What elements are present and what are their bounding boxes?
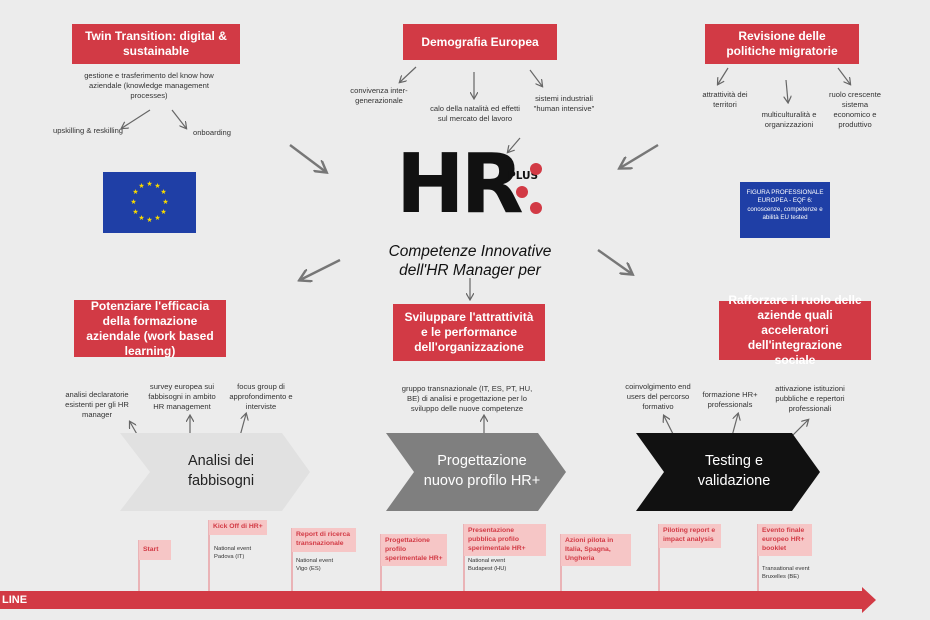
- note-multiculturalita: multiculturalità e organizzazioni: [761, 110, 817, 130]
- chevron-progettazione: [386, 433, 566, 511]
- demografia-box: Demografia Europea: [403, 24, 557, 60]
- timeline-sub-presentazione: National event Budapest (HU): [468, 558, 507, 572]
- svg-text:★: ★: [138, 182, 144, 190]
- hr-plus-logo: HR PLUS: [396, 144, 556, 242]
- svg-text:★: ★: [138, 214, 144, 222]
- note-attivazione: attivazione istituzioni pubbliche e repe…: [775, 384, 845, 414]
- twin-transition-box: Twin Transition: digital & sustainable: [72, 24, 240, 64]
- eu-flag-icon: ★★★ ★★★ ★★★ ★★★: [103, 172, 196, 233]
- chevron-analisi: [120, 433, 310, 511]
- phase-progettazione: Progettazione nuovo profilo HR+: [386, 433, 566, 511]
- center-line-2: dell'HR Manager per: [399, 261, 541, 279]
- goal-integrazione: Rafforzare il ruolo delle aziende quali …: [719, 293, 871, 367]
- svg-text:★: ★: [146, 216, 152, 224]
- note-sistemi: sistemi industriali "human intensive": [533, 94, 595, 114]
- center-tagline: Competenze Innovative dell'HR Manager pe…: [362, 243, 578, 280]
- svg-text:★: ★: [154, 182, 160, 190]
- chevron-testing: [636, 433, 820, 511]
- phase-testing-line1: Testing e: [704, 453, 764, 470]
- phase-analisi: Analisi dei fabbisogni: [120, 433, 310, 511]
- goal-attrattivita: Sviluppare l'attrattività e le performan…: [393, 304, 545, 361]
- svg-text:★: ★: [154, 214, 160, 222]
- logo-dot-top: [530, 163, 542, 175]
- logo-hr-text: HR: [396, 137, 524, 232]
- timeline-sub-finale: Transational event Bruxelles (BE): [762, 566, 810, 580]
- timeline-event-presentazione: Presentazione pubblica profilo speriment…: [464, 524, 546, 557]
- note-calo: calo della natalità ed effetti sul merca…: [430, 104, 520, 124]
- note-formazione-hr: formazione HR+ professionals: [702, 390, 758, 410]
- note-gestione: gestione e trasferimento del know how az…: [84, 71, 214, 101]
- note-attrattivita: attrattività dei territori: [702, 90, 748, 110]
- timeline-event-kickoff: Kick Off di HR+: [209, 520, 267, 535]
- phase-testing-line2: validazione: [697, 473, 771, 489]
- note-upskilling: upskilling & reskilling: [52, 126, 124, 135]
- note-focus-group: focus group di approfondimento e intervi…: [229, 382, 293, 412]
- timeline-sub-kickoff: National event Padova (IT): [214, 546, 252, 560]
- note-gruppo-transnazionale: gruppo transnazionale (IT, ES, PT, HU, B…: [401, 384, 533, 414]
- timeline-arrow-tip: [862, 587, 876, 613]
- svg-text:★: ★: [130, 198, 136, 206]
- phase-progettazione-line2: nuovo profilo HR+: [423, 473, 541, 489]
- phase-analisi-line2: fabbisogni: [187, 473, 255, 489]
- phase-analisi-line1: Analisi dei: [187, 453, 255, 470]
- logo-dot-bottom: [530, 202, 542, 214]
- center-line-1: Competenze Innovative: [388, 243, 552, 260]
- note-coinvolgimento: coinvolgimento end users del percorso fo…: [625, 382, 691, 412]
- goal-formazione: Potenziare l'efficacia della formazione …: [74, 299, 226, 358]
- logo-dot-mid: [516, 186, 528, 198]
- note-convivenza: convivenza inter-generazionale: [350, 86, 408, 106]
- phase-progettazione-line1: Progettazione: [437, 453, 527, 470]
- timeline-event-report: Report di ricerca transnazionale: [292, 528, 356, 552]
- svg-text:★: ★: [162, 198, 168, 206]
- svg-text:★: ★: [146, 180, 152, 188]
- timeline-bar: [0, 591, 862, 609]
- timeline-event-piloting: Piloting report e impact analysis: [659, 524, 721, 548]
- timeline-event-progettazione: Progettazione profilo sperimentale HR+: [381, 534, 447, 567]
- timeline-label: LINE: [2, 594, 28, 606]
- note-onboarding: onboarding: [192, 128, 231, 137]
- timeline-event-finale: Evento finale europeo HR+ booklet: [758, 524, 812, 557]
- eqf-badge: FIGURA PROFESSIONALE EUROPEA - EQF 6: co…: [740, 182, 830, 238]
- timeline-event-azioni: Azioni pilota in Italia, Spagna, Ungheri…: [561, 534, 631, 567]
- svg-text:★: ★: [160, 208, 166, 216]
- note-analisi-declaratorie: analisi declaratorie esistenti per gli H…: [65, 390, 129, 420]
- timeline-event-start: Start: [139, 540, 171, 560]
- phase-testing: Testing e validazione: [636, 433, 820, 511]
- note-ruolo: ruolo crescente sistema economico e prod…: [829, 90, 881, 130]
- svg-text:★: ★: [132, 188, 138, 196]
- svg-text:★: ★: [132, 208, 138, 216]
- revisione-box: Revisione delle politiche migratorie: [705, 24, 859, 64]
- svg-text:★: ★: [160, 188, 166, 196]
- note-survey: survey europea sui fabbisogni in ambito …: [148, 382, 216, 412]
- timeline-sub-report: National event Vigo (ES): [296, 558, 334, 572]
